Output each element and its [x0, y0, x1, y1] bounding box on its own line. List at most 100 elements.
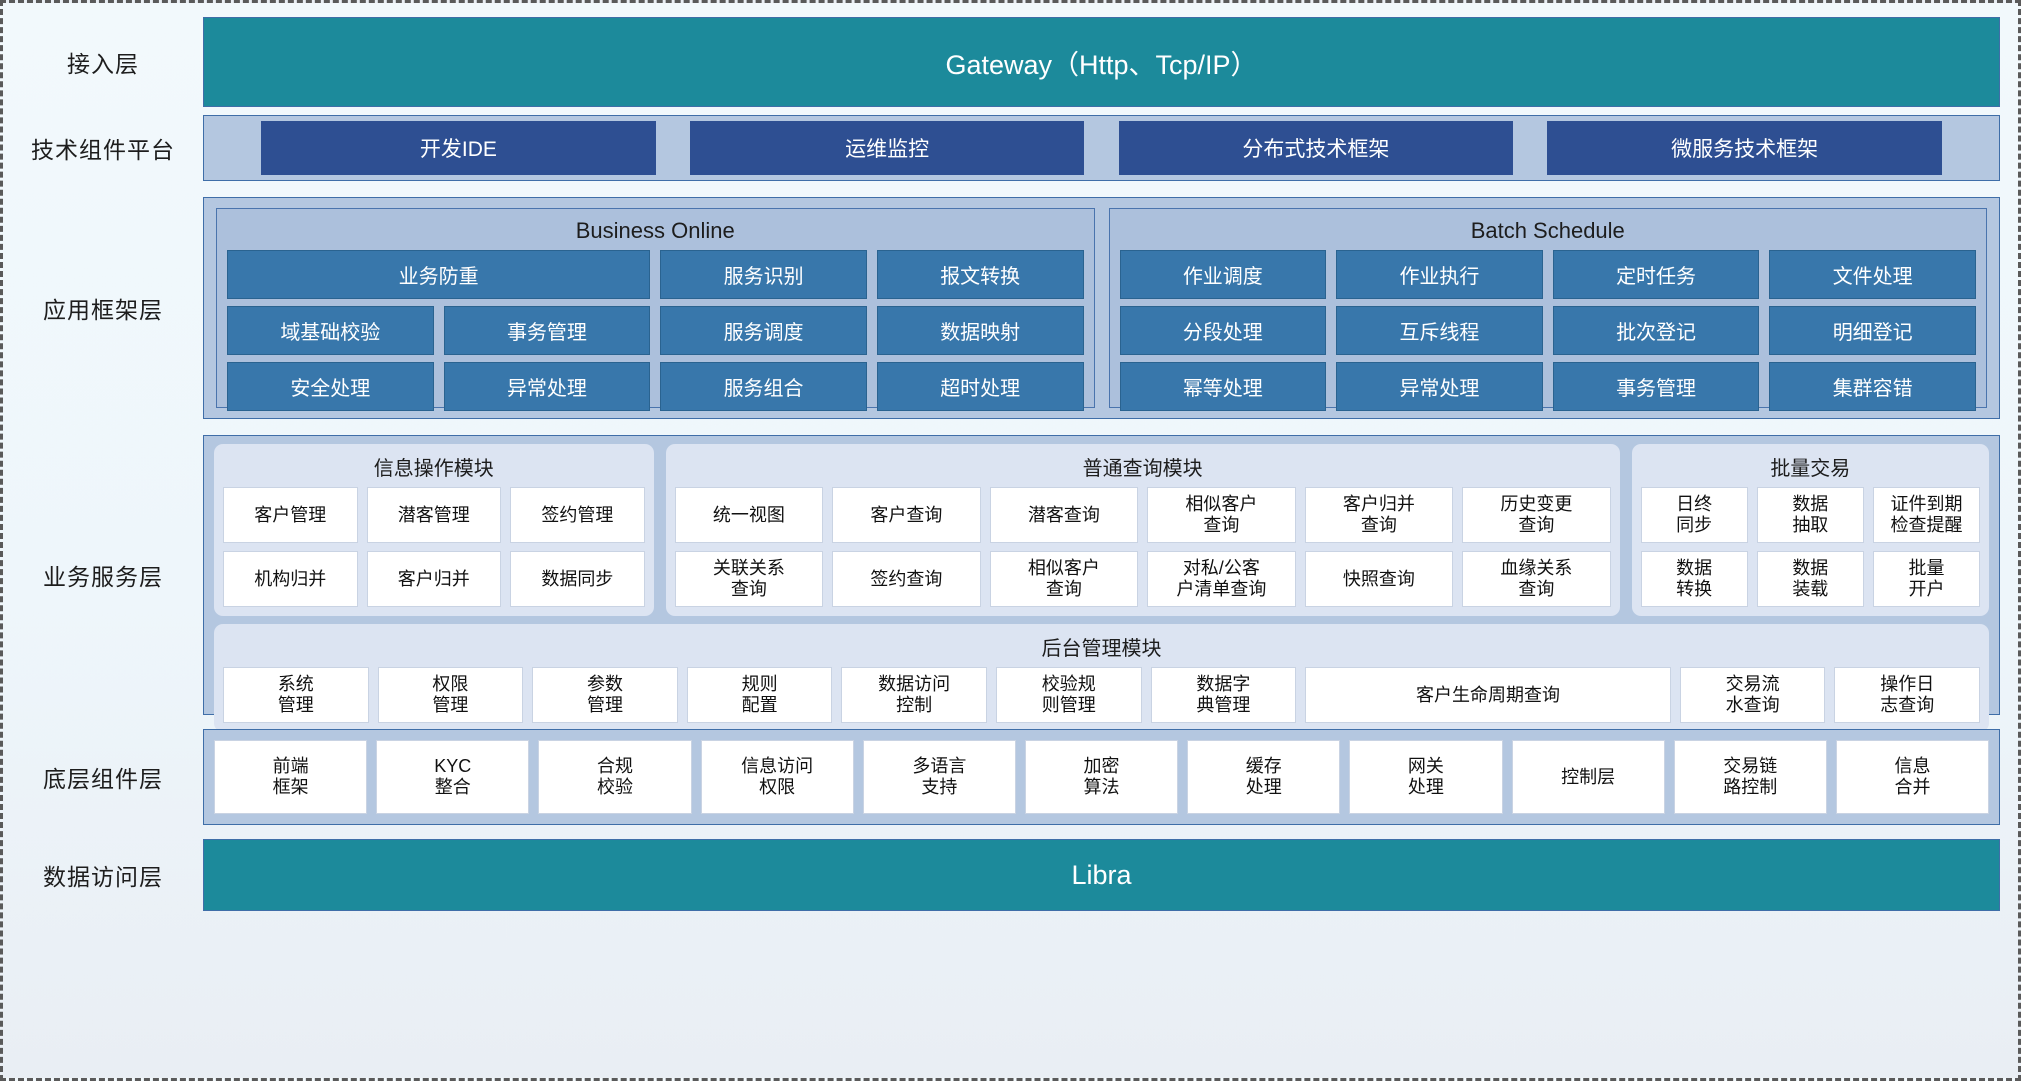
framework-cell[interactable]: 定时任务 — [1552, 250, 1760, 299]
component-cell[interactable]: 网关处理 — [1349, 740, 1503, 814]
component-cell[interactable]: 控制层 — [1511, 740, 1665, 814]
component-cell[interactable]: 交易链路控制 — [1673, 740, 1827, 814]
framework-cell[interactable]: 事务管理 — [443, 306, 651, 355]
business-cell[interactable]: 数据同步 — [510, 551, 645, 607]
framework-cell[interactable]: 事务管理 — [1552, 362, 1760, 411]
framework-cell[interactable]: 分段处理 — [1119, 306, 1327, 355]
framework-cell[interactable]: 报文转换 — [876, 250, 1084, 299]
business-cell[interactable]: 机构归并 — [223, 551, 358, 607]
business-cell[interactable]: 数据装载 — [1756, 551, 1864, 607]
business-cell[interactable]: 数据抽取 — [1756, 487, 1864, 543]
business-cell[interactable]: 统一视图 — [674, 487, 824, 543]
business-cell[interactable]: 对私/公客户清单查询 — [1147, 551, 1296, 607]
layer-access: 接入层 Gateway（Http、Tcp/IP） — [3, 17, 2018, 107]
component-cell[interactable]: 信息合并 — [1835, 740, 1990, 814]
business-cell[interactable]: 数据转换 — [1640, 551, 1748, 607]
framework-cell[interactable]: 批次登记 — [1552, 306, 1760, 355]
business-module-title: 批量交易 — [1770, 458, 1851, 480]
backend-management-cell[interactable]: 数据字典管理 — [1150, 667, 1297, 723]
layer-tech-platform: 技术组件平台 开发IDE 运维监控分布式技术框架微服务技术框架 — [3, 115, 2018, 181]
layer-label-business-service: 业务服务层 — [43, 564, 163, 590]
backend-management-cell[interactable]: 校验规则管理 — [995, 667, 1142, 723]
framework-cell[interactable]: 作业执行 — [1336, 250, 1543, 299]
framework-cell[interactable]: 作业调度 — [1119, 250, 1327, 299]
framework-cell[interactable]: 域基础校验 — [227, 306, 434, 355]
business-cell[interactable]: 日终同步 — [1640, 487, 1748, 543]
framework-row: 业务防重服务识别报文转换 — [227, 250, 1084, 299]
business-cell[interactable]: 证件到期检查提醒 — [1872, 487, 1981, 543]
backend-management-module: 后台管理模块系统管理权限管理参数管理规则配置数据访问控制校验规则管理数据字典管理… — [214, 624, 1989, 732]
tech-platform-panel: 开发IDE 运维监控分布式技术框架微服务技术框架 — [203, 115, 2000, 181]
tech-platform-button[interactable]: 开发IDE — [261, 121, 656, 175]
component-cell[interactable]: 多语言支持 — [862, 740, 1016, 814]
backend-management-title: 后台管理模块 — [1041, 638, 1162, 660]
business-cell[interactable]: 潜客管理 — [366, 487, 502, 543]
component-cell[interactable]: 前端框架 — [214, 740, 368, 814]
backend-management-cell[interactable]: 系统管理 — [223, 667, 369, 723]
backend-management-cell[interactable]: 数据访问控制 — [841, 667, 987, 723]
component-cell[interactable]: 信息访问权限 — [700, 740, 854, 814]
backend-management-cell[interactable]: 交易流水查询 — [1679, 667, 1826, 723]
libra-bar: Libra — [203, 839, 2000, 911]
business-cell[interactable]: 批量开户 — [1872, 551, 1981, 607]
business-cell[interactable]: 客户查询 — [832, 487, 981, 543]
framework-cell[interactable]: 业务防重 — [227, 250, 651, 299]
framework-cell[interactable]: 服务组合 — [660, 362, 867, 411]
business-cell[interactable]: 快照查询 — [1304, 551, 1454, 607]
layer-data-access: 数据访问层 Libra — [3, 839, 2018, 911]
framework-cell[interactable]: 安全处理 — [227, 362, 434, 411]
business-cell[interactable]: 历史变更查询 — [1462, 487, 1611, 543]
framework-cell[interactable]: 数据映射 — [876, 306, 1084, 355]
framework-cell[interactable]: 文件处理 — [1769, 250, 1976, 299]
framework-row: 域基础校验事务管理服务调度数据映射 — [227, 306, 1084, 355]
tech-platform-button[interactable]: 分布式技术框架 — [1118, 121, 1514, 175]
layer-label-tech-platform: 技术组件平台 — [31, 137, 175, 163]
business-cell[interactable]: 签约查询 — [832, 551, 981, 607]
backend-management-cell[interactable]: 规则配置 — [686, 667, 833, 723]
framework-cell[interactable]: 幂等处理 — [1119, 362, 1327, 411]
framework-cell[interactable]: 明细登记 — [1769, 306, 1976, 355]
framework-cell[interactable]: 集群容错 — [1769, 362, 1976, 411]
business-cell[interactable]: 关联关系查询 — [674, 551, 824, 607]
business-row: 日终同步数据抽取证件到期检查提醒 — [1640, 487, 1981, 543]
business-cell[interactable]: 客户归并查询 — [1304, 487, 1454, 543]
business-module-title: 普通查询模块 — [1082, 458, 1203, 480]
framework-group-title: Business Online — [575, 218, 735, 243]
layer-business-service: 业务服务层 信息操作模块客户管理潜客管理签约管理机构归并客户归并数据同步普通查询… — [3, 435, 2018, 732]
business-cell[interactable]: 相似客户查询 — [989, 551, 1139, 607]
framework-cell[interactable]: 服务调度 — [660, 306, 867, 355]
framework-group: Batch Schedule 作业调度作业执行定时任务文件处理分段处理互斥线程批次… — [1108, 208, 1987, 411]
component-cell[interactable]: 加密算法 — [1024, 740, 1179, 814]
gateway-bar: Gateway（Http、Tcp/IP） — [203, 17, 2000, 107]
component-cell[interactable]: 缓存处理 — [1187, 740, 1341, 814]
backend-management-cell[interactable]: 客户生命周期查询 — [1305, 667, 1671, 723]
framework-row: 安全处理异常处理服务组合超时处理 — [227, 362, 1084, 411]
business-cell[interactable]: 血缘关系查询 — [1462, 551, 1611, 607]
business-cell[interactable]: 潜客查询 — [989, 487, 1139, 543]
framework-row: 分段处理互斥线程批次登记明细登记 — [1119, 306, 1976, 355]
tech-platform-button[interactable]: 微服务技术框架 — [1547, 121, 1942, 175]
backend-management-cell[interactable]: 权限管理 — [377, 667, 524, 723]
business-cell[interactable]: 签约管理 — [510, 487, 645, 543]
framework-cell[interactable]: 互斥线程 — [1336, 306, 1543, 355]
layer-label-app-framework: 应用框架层 — [43, 297, 163, 323]
business-cell[interactable]: 客户归并 — [366, 551, 502, 607]
framework-group-title: Batch Schedule — [1470, 218, 1625, 243]
business-row: 数据转换数据装载批量开户 — [1640, 551, 1981, 607]
framework-cell[interactable]: 异常处理 — [1336, 362, 1543, 411]
framework-cell[interactable]: 超时处理 — [876, 362, 1084, 411]
business-cell[interactable]: 客户管理 — [223, 487, 358, 543]
backend-management-cell[interactable]: 参数管理 — [532, 667, 678, 723]
business-cell[interactable]: 相似客户查询 — [1147, 487, 1296, 543]
backend-management-cell[interactable]: 操作日志查询 — [1834, 667, 1981, 723]
tech-platform-button[interactable]: 运维监控 — [689, 121, 1085, 175]
framework-row: 幂等处理异常处理事务管理集群容错 — [1119, 362, 1976, 411]
backend-management-row: 系统管理权限管理参数管理规则配置数据访问控制校验规则管理数据字典管理客户生命周期… — [223, 667, 1981, 723]
framework-cell[interactable]: 异常处理 — [443, 362, 651, 411]
framework-cell[interactable]: 服务识别 — [660, 250, 867, 299]
business-module: 普通查询模块统一视图客户查询潜客查询相似客户查询客户归并查询历史变更查询关联关系… — [665, 444, 1620, 616]
component-cell[interactable]: 合规校验 — [538, 740, 692, 814]
